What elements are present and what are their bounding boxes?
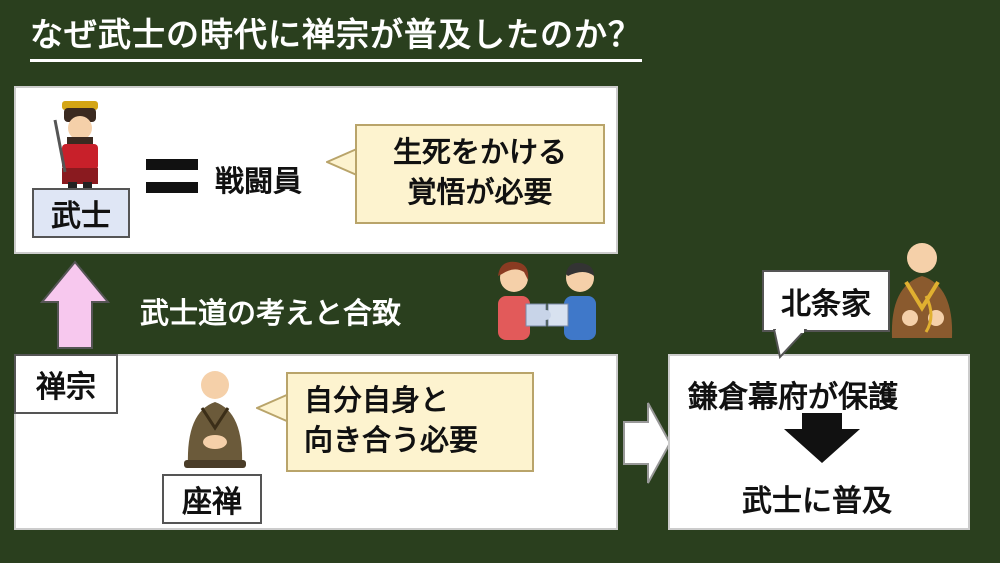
right-arrow	[623, 402, 672, 484]
equals-sign	[146, 155, 198, 197]
shogunate-protection-text: 鎌倉幕府が保護	[688, 380, 898, 415]
hojo-family-label: 北条家	[762, 270, 890, 332]
monk-illustration	[184, 371, 246, 468]
bushi-label-text: 武士	[51, 199, 111, 234]
zen-note-line1: 自分自身と	[304, 383, 450, 417]
bushi-label: 武士	[32, 188, 130, 238]
zen-label: 禅宗	[14, 354, 118, 414]
note-pointer	[256, 392, 290, 424]
up-arrow	[40, 260, 110, 349]
bushi-note: 生死をかける 覚悟が必要	[355, 124, 605, 224]
bushi-role: 戦闘員	[215, 164, 303, 198]
agreement-text: 武士道の考えと合致	[140, 296, 402, 330]
bushi-note-line1: 生死をかける	[392, 135, 567, 169]
zen-note: 自分自身と 向き合う必要	[286, 372, 534, 472]
hojo-family-label-text: 北条家	[781, 287, 871, 322]
speech-pointer	[772, 329, 808, 359]
spread-to-bushi-text: 武士に普及	[742, 484, 892, 519]
page-title: なぜ武士の時代に禅宗が普及したのか？	[30, 8, 642, 62]
zazen-label: 座禅	[162, 474, 262, 524]
samurai-illustration	[53, 101, 98, 189]
zen-label-text: 禅宗	[36, 370, 96, 405]
hojo-monk-illustration	[891, 243, 953, 338]
bushi-note-line2: 覚悟が必要	[407, 175, 553, 209]
puzzle-people-illustration	[498, 261, 596, 340]
zen-note-line2: 向き合う必要	[304, 423, 479, 457]
zazen-label-text: 座禅	[182, 485, 242, 520]
down-arrow	[784, 413, 860, 463]
